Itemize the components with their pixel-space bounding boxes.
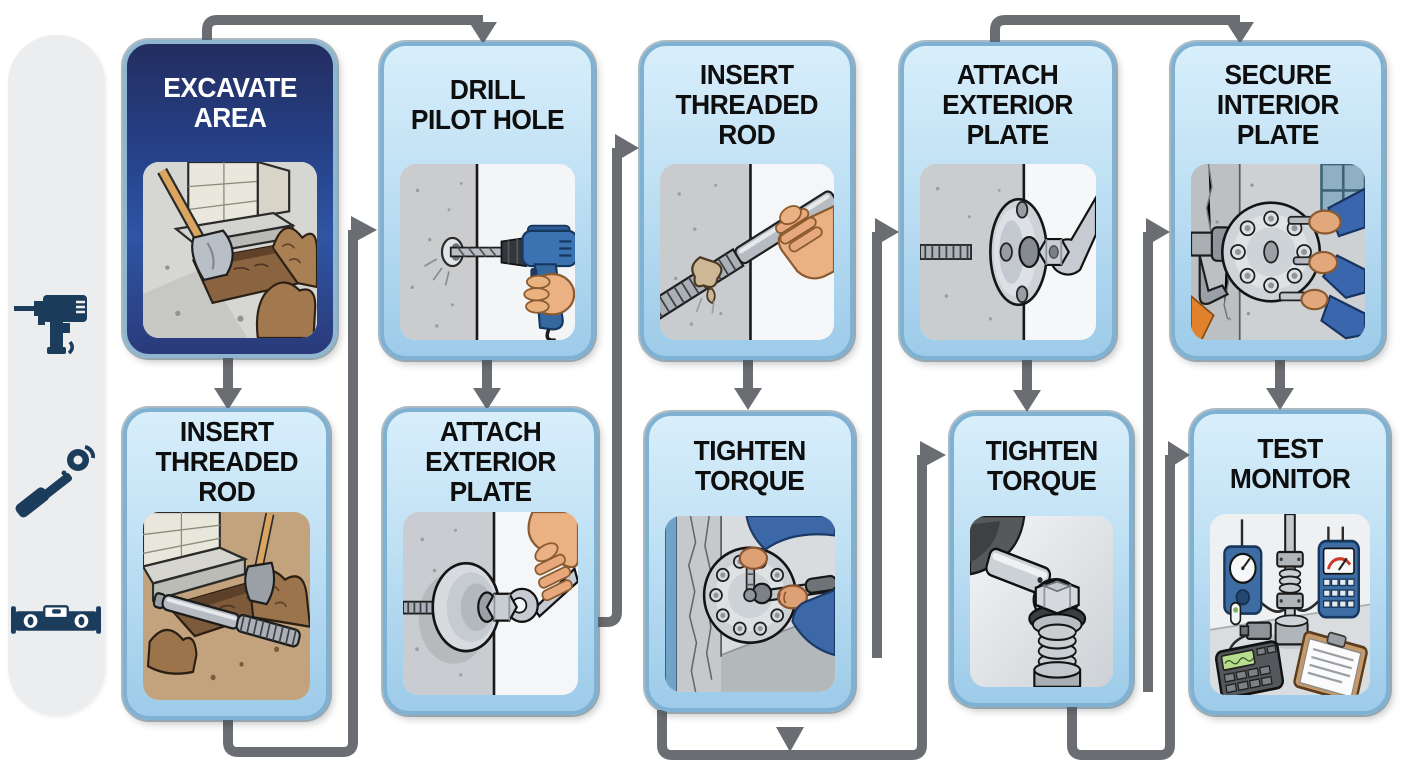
connector-loop-attachnut-to-rodwall — [598, 148, 622, 627]
arrowhead-into-test-left — [1168, 441, 1190, 469]
plate-secure-illustration — [1191, 164, 1365, 340]
step-title-text: TIGHTEN TORQUE — [693, 435, 807, 496]
connector-loop-torquenut-to-test — [1067, 455, 1175, 760]
step-title: DRILL PILOT HOLE — [384, 46, 591, 164]
connector-loop-torqueplate-to-torquenut — [657, 455, 927, 760]
drill-icon — [14, 295, 87, 355]
arrowhead-col1 — [214, 388, 242, 410]
rod-insert-illustration — [660, 164, 834, 340]
step-title-text: TIGHTEN TORQUE — [985, 435, 1098, 496]
step-title-text: ATTACH EXTERIOR PLATE — [942, 59, 1074, 150]
step-drill-pilot-hole: DRILL PILOT HOLE — [380, 42, 595, 360]
arrowhead-into-torquenut-left — [920, 441, 946, 469]
torque-closeup-illustration — [970, 516, 1113, 687]
arrowhead-into-secure-left — [1146, 218, 1170, 246]
step-art-test-monitor — [1210, 514, 1370, 695]
step-title: EXCAVATE AREA — [127, 44, 333, 162]
rod-trench-illustration — [143, 512, 310, 700]
step-title: ATTACH EXTERIOR PLATE — [904, 46, 1112, 164]
step-excavate-area: EXCAVATE AREA — [123, 40, 337, 358]
spirit-level-icon — [11, 605, 101, 634]
step-art-torque-plate — [665, 516, 835, 692]
arrowhead-col5 — [1266, 388, 1294, 410]
step-title-text: EXCAVATE AREA — [163, 72, 297, 133]
step-attach-exterior-plate-nut: ATTACH EXTERIOR PLATE — [383, 408, 598, 715]
step-art-drill — [400, 164, 575, 340]
arrowhead-into-secure-top — [1226, 22, 1254, 44]
step-title-text: INSERT THREADED ROD — [675, 59, 819, 150]
step-art-torque-nut — [970, 516, 1113, 687]
test-monitor-illustration — [1210, 514, 1370, 695]
connector-loop-rodground-to-drill — [223, 230, 358, 757]
step-title: INSERT THREADED ROD — [644, 46, 850, 164]
step-tighten-torque-plate: TIGHTEN TORQUE — [645, 412, 855, 712]
connector-attachwall-to-secure — [990, 15, 1240, 44]
plate-attach-illustration — [920, 164, 1096, 340]
arrowhead-col2 — [473, 388, 501, 410]
step-art-plate-wall — [920, 164, 1096, 340]
step-art-plate-nut — [403, 512, 578, 695]
step-title: TIGHTEN TORQUE — [649, 416, 851, 516]
arrowhead-into-rodwall-left — [615, 134, 639, 162]
step-test-monitor: TEST MONITOR — [1190, 410, 1390, 715]
step-title-text: DRILL PILOT HOLE — [410, 74, 565, 135]
excavate-illustration — [143, 162, 317, 338]
step-title: SECURE INTERIOR PLATE — [1175, 46, 1381, 164]
step-title: INSERT THREADED ROD — [127, 412, 326, 512]
step-title-text: INSERT THREADED ROD — [155, 416, 298, 507]
step-title-text: SECURE INTERIOR PLATE — [1217, 59, 1339, 150]
step-insert-threaded-rod-ground: INSERT THREADED ROD — [123, 408, 330, 720]
step-title-text: TEST MONITOR — [1229, 433, 1351, 494]
arrowhead-into-drill-top — [469, 22, 497, 44]
arrowhead-into-attachwall-left — [875, 218, 899, 246]
torque-wrench-icon — [15, 445, 96, 518]
step-tighten-torque-nut: TIGHTEN TORQUE — [950, 412, 1133, 707]
plate-wrench-illustration — [403, 512, 578, 695]
step-insert-threaded-rod-wall: INSERT THREADED ROD — [640, 42, 854, 360]
tool-sidebar — [8, 35, 105, 715]
arrowhead-col4 — [1013, 390, 1041, 412]
step-art-rod-wall — [660, 164, 834, 340]
step-art-plate-interior — [1191, 164, 1365, 340]
torque-plate-illustration — [665, 516, 835, 692]
connector-excavate-to-drill — [202, 15, 483, 44]
step-art-excavate — [143, 162, 317, 338]
step-title: TEST MONITOR — [1194, 414, 1386, 514]
arrowhead-col3 — [734, 388, 762, 410]
step-title: TIGHTEN TORQUE — [954, 416, 1129, 516]
step-title-text: ATTACH EXTERIOR PLATE — [425, 416, 556, 507]
step-art-rod-ground — [143, 512, 310, 700]
arrowhead-bottom-stray — [776, 727, 804, 752]
step-title: ATTACH EXTERIOR PLATE — [387, 412, 594, 512]
step-secure-interior-plate: SECURE INTERIOR PLATE — [1171, 42, 1385, 360]
arrowhead-into-drill-left — [351, 216, 377, 244]
drill-illustration — [400, 164, 575, 340]
step-attach-exterior-plate-wall: ATTACH EXTERIOR PLATE — [900, 42, 1116, 360]
